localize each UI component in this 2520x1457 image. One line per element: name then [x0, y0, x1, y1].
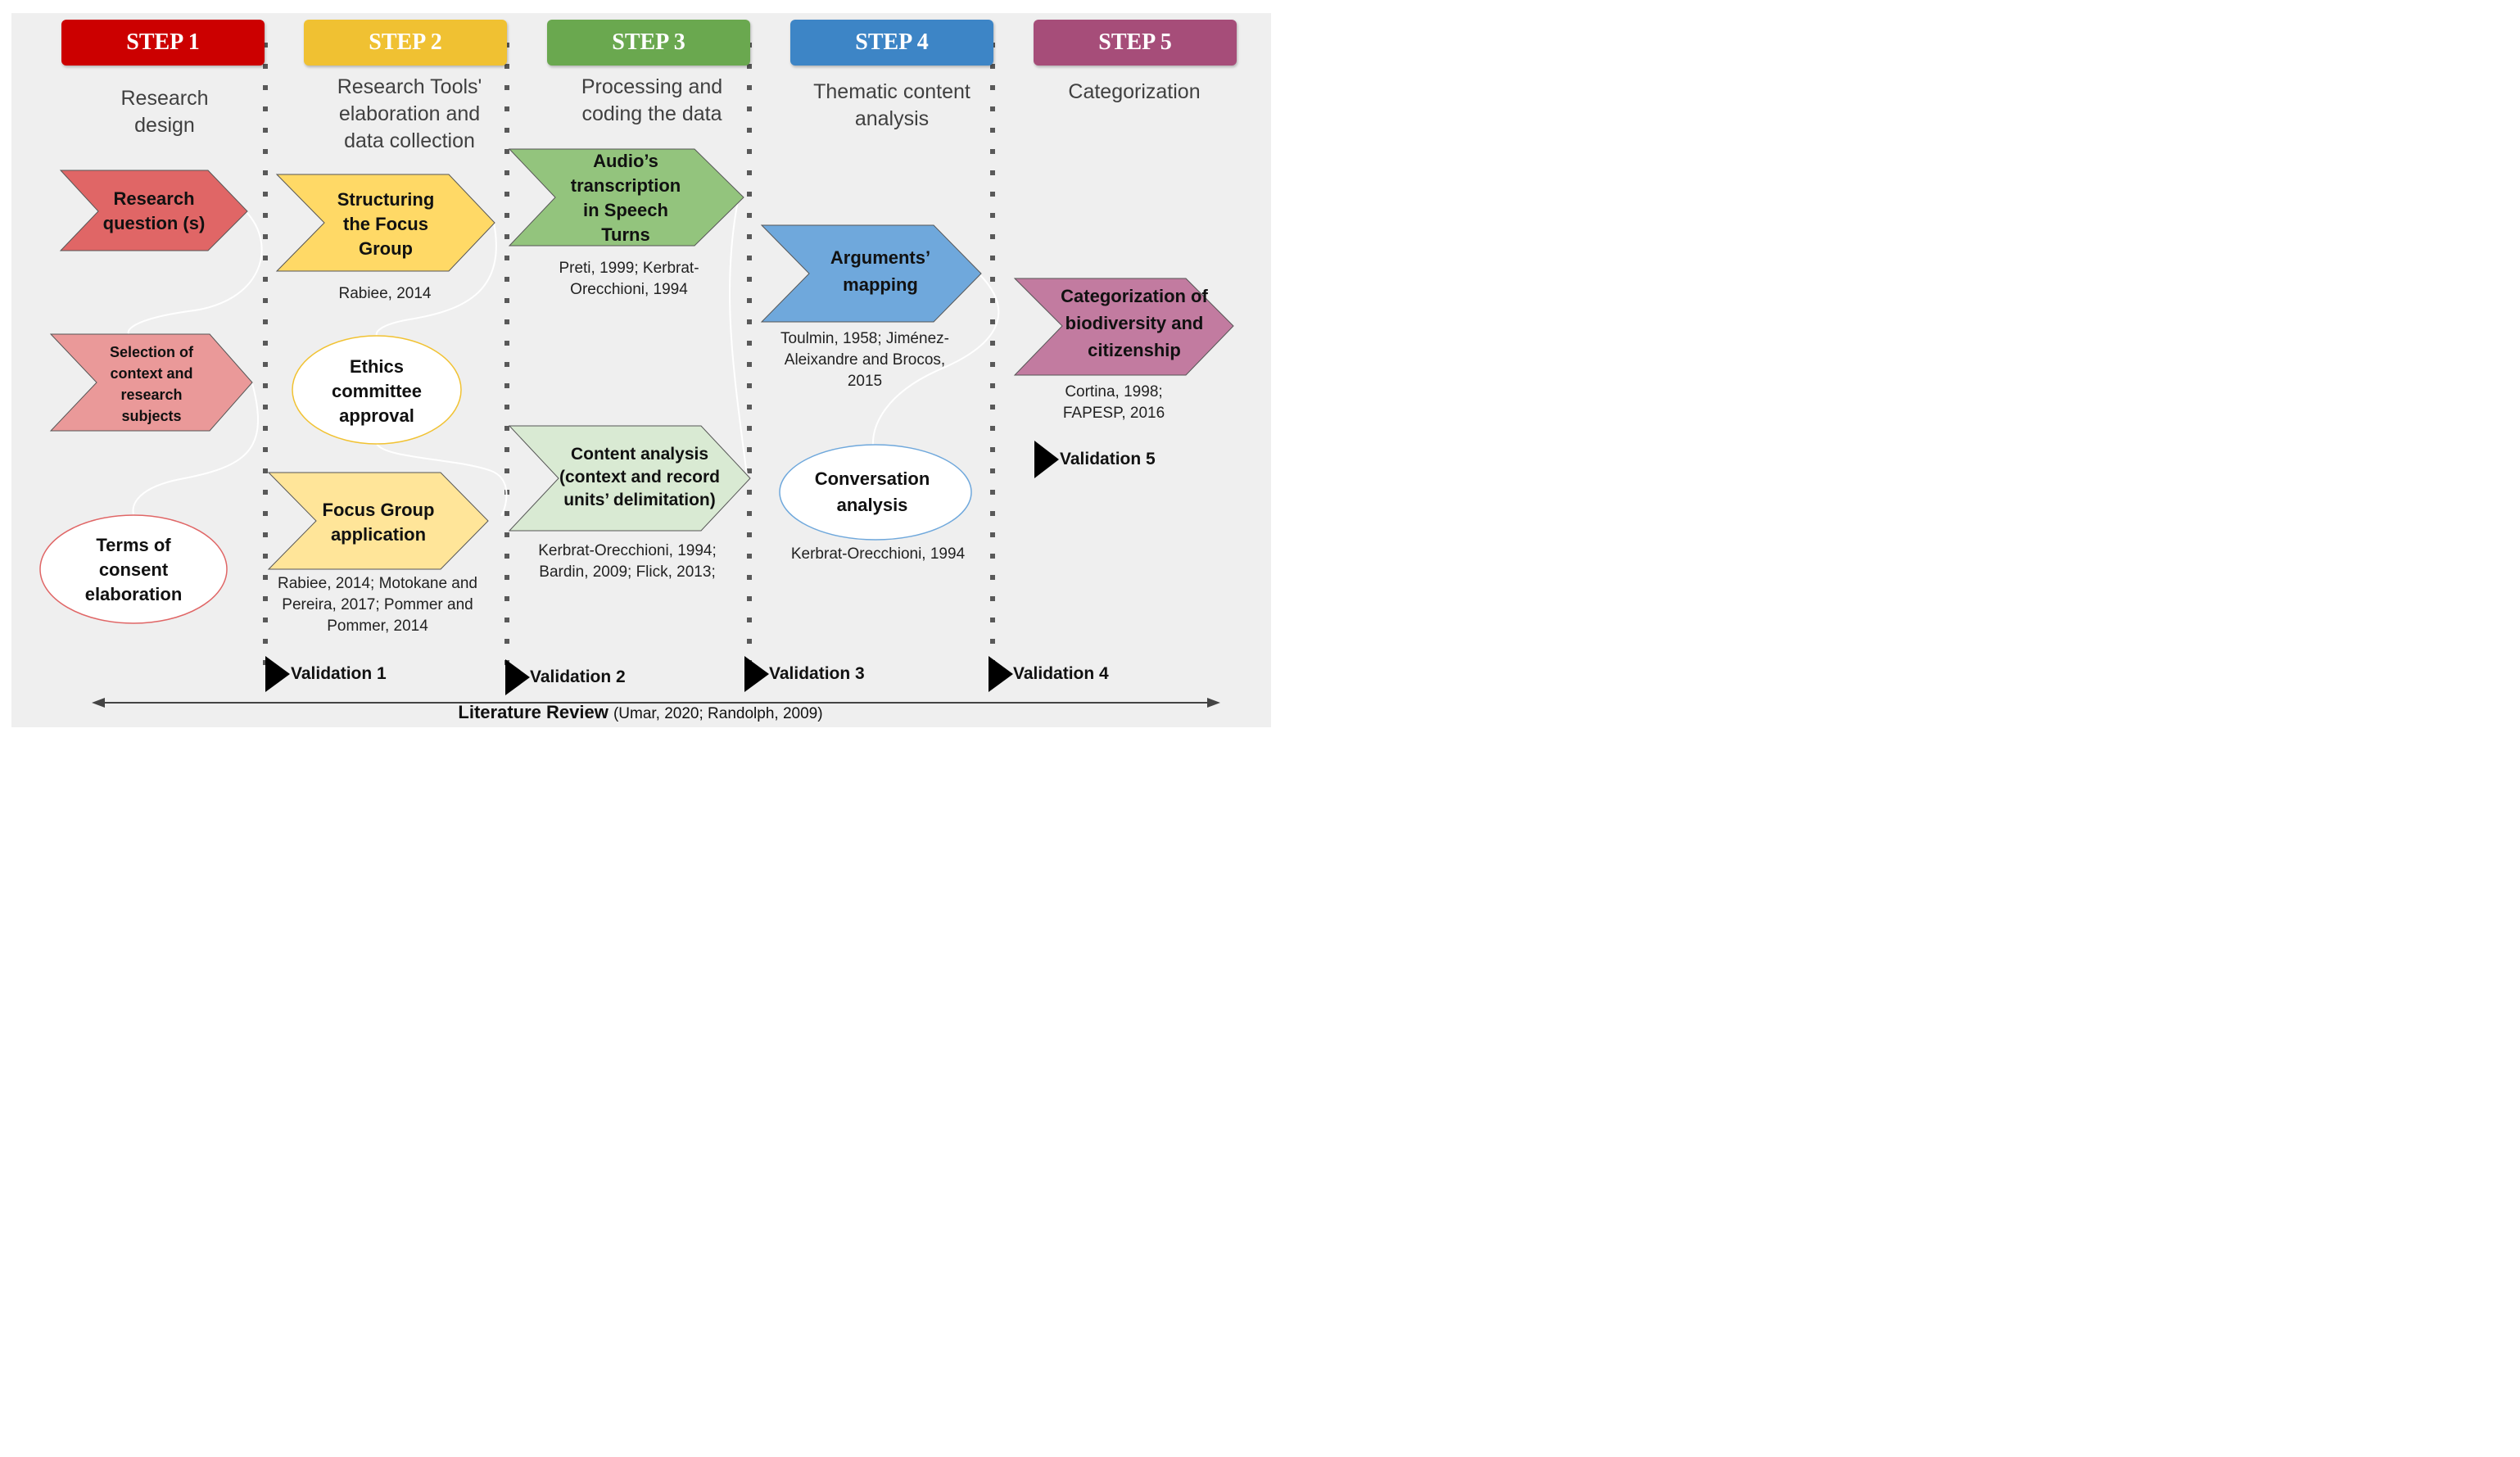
arrow-left-icon [92, 698, 105, 708]
step-1-subtitle: Research design [120, 87, 209, 137]
categorization-citation: Cortina, 1998; FAPESP, 2016 [1062, 383, 1165, 422]
selection-context-chevron [49, 333, 253, 432]
focus-application-chevron [267, 472, 489, 570]
terms-consent-ellipse [39, 514, 228, 624]
validation-5-icon [1034, 441, 1059, 478]
step-5-label: STEP 5 [1098, 29, 1172, 55]
selection-context-label: Selection of context and research subjec… [109, 344, 193, 424]
terms-consent-label: Terms of consent elaboration [84, 535, 183, 604]
step-4-label: STEP 4 [855, 29, 929, 55]
structuring-focus-label: Structuring the Focus Group [337, 189, 435, 259]
step-1-label: STEP 1 [126, 29, 200, 55]
step-2-header: STEP 2 [304, 20, 507, 66]
arguments-mapping-label: Arguments’ mapping [830, 247, 931, 295]
validation-2-label: Validation 2 [530, 667, 626, 686]
conversation-analysis-ellipse [779, 444, 972, 541]
conversation-analysis-label: Conversation analysis [814, 468, 930, 515]
literature-review-label: Literature Review [458, 702, 609, 722]
research-question-label: Research question (s) [102, 188, 206, 233]
connector-ethics-focus [376, 443, 508, 517]
validation-2-icon [505, 659, 530, 695]
validation-markers [265, 441, 1059, 695]
step-2-subtitle: Research Tools' elaboration and data col… [337, 75, 482, 152]
step-3-label: STEP 3 [612, 29, 685, 55]
validation-4-icon [989, 656, 1013, 692]
step-5-subtitle: Categorization [1068, 80, 1201, 103]
connector-curves [127, 196, 1000, 517]
content-analysis-label: Content analysis (context and record uni… [559, 445, 721, 509]
structuring-focus-chevron [275, 174, 495, 272]
focus-application-citation: Rabiee, 2014; Motokane and Pereira, 2017… [277, 575, 477, 635]
audio-transcription-chevron [508, 148, 744, 247]
connector-structuring-ethics [375, 222, 497, 337]
arguments-mapping-citation: Toulmin, 1958; Jiménez-Aleixandre and Br… [780, 330, 949, 390]
categorization-chevron [1013, 278, 1234, 376]
connector-arguments-conversation [871, 274, 1000, 446]
audio-transcription-label: Audio’s transcription in Speech Turns [570, 151, 681, 245]
diagram-canvas [11, 13, 1271, 727]
ethics-label: Ethics committee approval [331, 356, 423, 426]
connector-question-selection [127, 210, 263, 337]
step-4-header: STEP 4 [790, 20, 993, 66]
validation-3-icon [744, 656, 769, 692]
content-analysis-citation: Kerbrat-Orecchioni, 1994; Bardin, 2009; … [538, 542, 717, 581]
content-analysis-chevron [508, 425, 751, 532]
validation-5-label: Validation 5 [1060, 450, 1156, 468]
step-3-subtitle: Processing and coding the data [581, 75, 723, 125]
conversation-analysis-citation: Kerbrat-Orecchioni, 1994 [790, 545, 966, 563]
step-1-header: STEP 1 [61, 20, 265, 66]
literature-review-arrow [92, 698, 1220, 708]
literature-review-refs: (Umar, 2020; Randolph, 2009) [613, 705, 823, 722]
structuring-focus-citation: Rabiee, 2014 [338, 285, 432, 302]
research-question-chevron [59, 170, 248, 251]
validation-1-label: Validation 1 [291, 664, 387, 683]
validation-1-icon [265, 656, 290, 692]
step-2-label: STEP 2 [369, 29, 442, 55]
validation-3-label: Validation 3 [769, 664, 865, 683]
categorization-label: Categorization of biodiversity and citiz… [1061, 285, 1208, 360]
connector-audio-content [729, 196, 748, 476]
step-4-subtitle: Thematic content analysis [813, 80, 970, 130]
step-3-header: STEP 3 [547, 20, 750, 66]
ethics-ellipse [292, 335, 462, 445]
literature-review: Literature Review (Umar, 2020; Randolph,… [0, 702, 1281, 723]
focus-application-label: Focus Group application [322, 500, 435, 545]
arrow-right-icon [1207, 698, 1220, 708]
step-5-header: STEP 5 [1034, 20, 1237, 66]
audio-transcription-citation: Preti, 1999; Kerbrat-Orecchioni, 1994 [559, 260, 699, 298]
validation-4-label: Validation 4 [1013, 664, 1109, 683]
arguments-mapping-chevron [760, 224, 982, 323]
connector-selection-terms [132, 382, 259, 515]
